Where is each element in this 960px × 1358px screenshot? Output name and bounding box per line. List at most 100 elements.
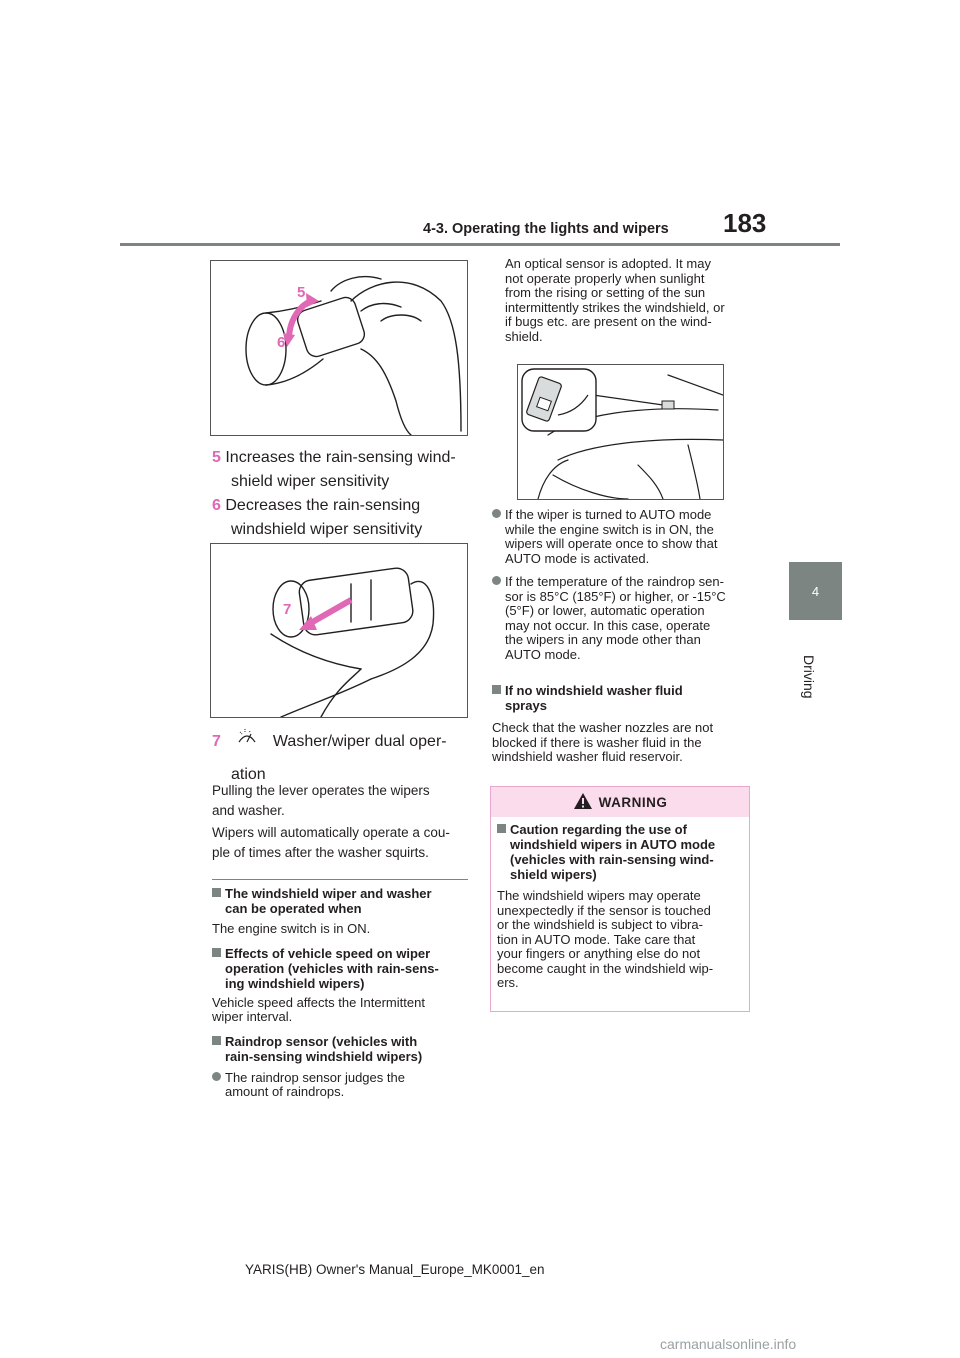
b2-l2: while the engine switch is in ON, the	[505, 521, 714, 537]
h1-line2: can be operated when	[225, 901, 362, 916]
b2-l3: wipers will operate once to show that	[505, 536, 718, 551]
item-7-number: 7	[212, 733, 221, 750]
wt-l6: become caught in the windshield wip-	[497, 960, 714, 976]
chapter-tab: 4	[789, 562, 842, 620]
text-engine-on: The engine switch is in ON.	[212, 921, 371, 936]
para1-line2: and washer.	[212, 803, 285, 818]
t4-l1: Check that the washer nozzles are not	[492, 720, 714, 735]
page-number: 183	[723, 208, 767, 238]
t2-line2: wiper interval.	[212, 1009, 293, 1024]
bullet-temperature: If the temperature of the raindrop sen- …	[492, 574, 754, 662]
bullet-circle-icon	[492, 509, 501, 518]
para-auto-operate: Wipers will automatically operate a cou-…	[212, 823, 472, 863]
section-title: 4-3. Operating the lights and wipers	[423, 221, 669, 237]
b3-l6: AUTO mode.	[505, 646, 581, 662]
wh-l4: shield wipers)	[510, 867, 597, 882]
item-7-line2: ation	[231, 766, 266, 783]
p1-l3: from the rising or setting of the sun	[505, 285, 706, 300]
b1-line2: amount of raindrops.	[225, 1084, 345, 1099]
bullet-square-icon	[212, 1035, 221, 1045]
item-7: 7 Washer/wiper dual oper- ation	[212, 728, 482, 787]
item-6-line2: windshield wiper sensitivity	[231, 521, 423, 538]
warning-triangle-icon	[573, 792, 593, 813]
wt-l5: your fingers or anything else do not	[497, 946, 701, 961]
p1-l6: shield.	[505, 328, 543, 344]
wiper-lever-illustration: 5 6	[245, 275, 462, 436]
t4-l2: blocked if there is washer fluid in the	[492, 734, 702, 750]
wt-l2: unexpectedly if the sensor is touched	[497, 902, 711, 918]
item-5-line1: Increases the rain-sensing wind-	[225, 449, 456, 466]
h2-line3: ing windshield wipers)	[225, 975, 365, 991]
bullet-square-icon	[212, 888, 221, 897]
bullet-square-icon	[497, 824, 506, 833]
callout-6: 6	[277, 334, 285, 351]
bullet-auto-mode: If the wiper is turned to AUTO mode whil…	[492, 507, 754, 566]
bullet-square-icon	[212, 947, 221, 957]
bullet-circle-icon	[492, 576, 501, 585]
item-6: 6 Decreases the rain-sensing windshield …	[212, 494, 472, 542]
text-washer-nozzles: Check that the washer nozzles are not bl…	[492, 720, 754, 765]
item-5-number: 5	[212, 449, 221, 466]
item-6-line1: Decreases the rain-sensing	[225, 497, 421, 514]
h3-line2: rain-sensing windshield wipers)	[225, 1048, 423, 1064]
wt-l3: or the windshield is subject to vibra-	[497, 917, 703, 932]
wh-l1: Caution regarding the use of	[510, 822, 687, 837]
wt-l4: tion in AUTO mode. Take care that	[497, 931, 696, 947]
callout-7: 7	[283, 601, 291, 618]
p1-l1: An optical sensor is adopted. It may	[505, 256, 711, 271]
bullet-square-icon	[492, 685, 501, 694]
h4-l2: sprays	[505, 698, 547, 713]
p1-l5: if bugs etc. are present on the wind-	[505, 314, 712, 329]
warning-text: The windshield wipers may operate unexpe…	[497, 888, 747, 991]
para-pulling-lever: Pulling the lever operates the wipers an…	[212, 781, 472, 821]
figure-washer-pull: 7	[210, 543, 468, 718]
chapter-number: 4	[811, 583, 820, 599]
para-optical-sensor: An optical sensor is adopted. It may not…	[505, 256, 755, 344]
h2-line2: operation (vehicles with rain-sens-	[225, 960, 439, 976]
item-5-line2: shield wiper sensitivity	[231, 473, 390, 490]
b3-l1: If the temperature of the raindrop sen-	[505, 574, 724, 589]
b2-l4: AUTO mode is activated.	[505, 550, 650, 566]
h4-l1: If no windshield washer fluid	[505, 683, 683, 698]
b3-l2: sor is 85°C (185°F) or higher, or -15°C	[505, 588, 726, 604]
car-windshield-sensor-illustration	[521, 368, 724, 500]
heading-no-washer-fluid: If no windshield washer fluid sprays	[492, 683, 754, 713]
header-rule	[120, 243, 840, 246]
h2-line1: Effects of vehicle speed on wiper	[225, 945, 431, 961]
b2-l1: If the wiper is turned to AUTO mode	[505, 507, 712, 522]
item-5: 5 Increases the rain-sensing wind- shiel…	[212, 446, 472, 494]
b3-l4: may not occur. In this case, operate	[505, 617, 711, 633]
p1-l4: intermittently strikes the windshield, o…	[505, 299, 725, 315]
b3-l5: the wipers in any mode other than	[505, 632, 701, 647]
para1-line1: Pulling the lever operates the wipers	[212, 783, 430, 798]
t2-line1: Vehicle speed affects the Intermittent	[212, 994, 425, 1010]
wiper-lever-pull-illustration: 7	[270, 567, 435, 718]
p1-l2: not operate properly when sunlight	[505, 270, 705, 286]
b1-line1: The raindrop sensor judges the	[225, 1069, 405, 1085]
wh-l3: (vehicles with rain-sensing wind-	[510, 852, 714, 867]
warning-title: WARNING	[598, 794, 668, 810]
wt-l1: The windshield wipers may operate	[497, 888, 701, 903]
t4-l3: windshield washer fluid reservoir.	[492, 749, 683, 764]
chapter-label: Driving	[801, 655, 817, 699]
wh-l2: windshield wipers in AUTO mode	[510, 837, 716, 852]
h3-line1: Raindrop sensor (vehicles with	[225, 1033, 418, 1049]
h1-line1: The windshield wiper and washer	[225, 886, 432, 901]
callout-5: 5	[297, 284, 305, 301]
item-7-line1: Washer/wiper dual oper-	[272, 733, 447, 750]
figure-raindrop-sensor	[517, 364, 724, 500]
watermark: carmanualsonline.info	[660, 1336, 797, 1352]
bullet-circle-icon	[212, 1071, 221, 1081]
wiper-washer-icon	[221, 728, 273, 756]
warning-header: WARNING	[491, 787, 749, 817]
b3-l3: (5°F) or lower, automatic operation	[505, 603, 705, 618]
section-divider	[212, 879, 468, 880]
para2-line2: ple of times after the washer squirts.	[212, 845, 429, 860]
para2-line1: Wipers will automatically operate a cou-	[212, 825, 450, 840]
